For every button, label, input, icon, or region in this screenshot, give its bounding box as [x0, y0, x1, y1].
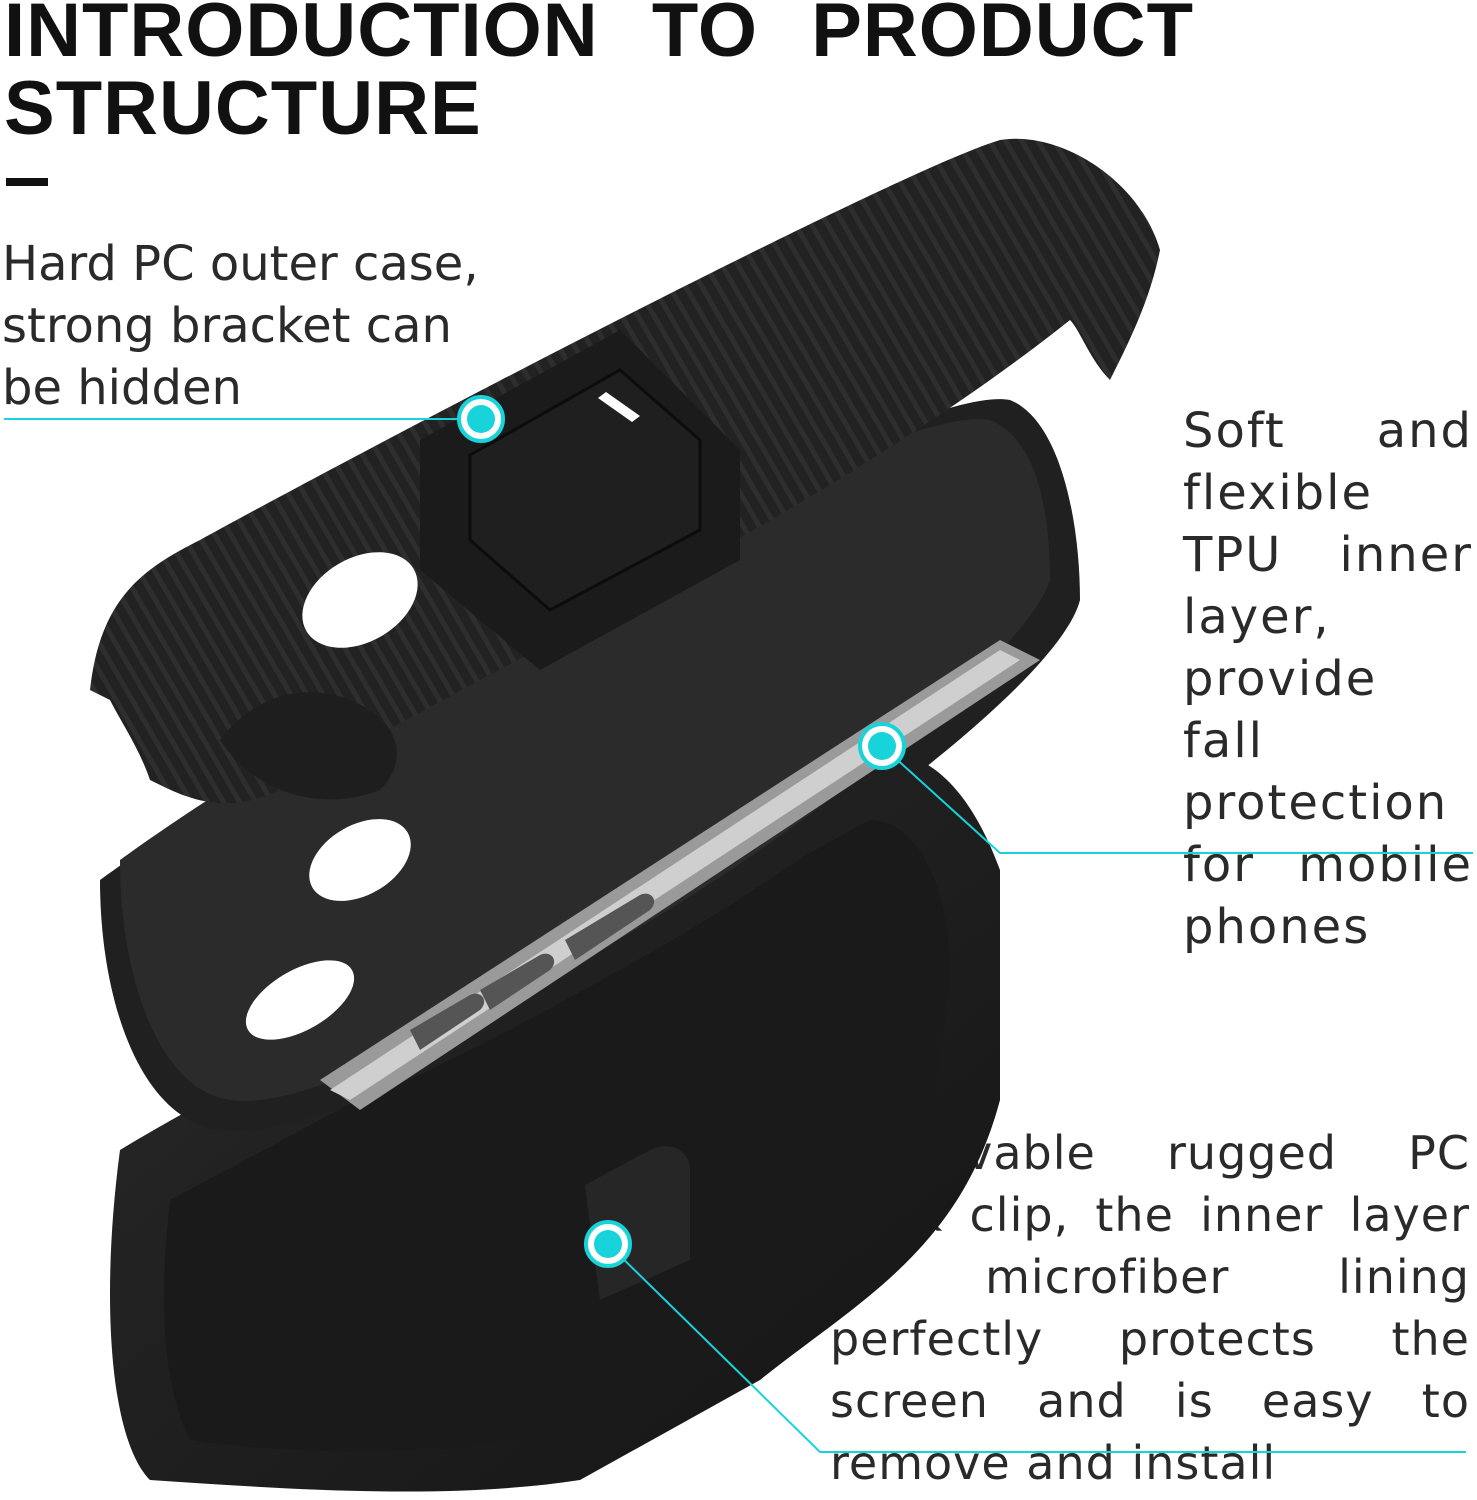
pc-outer-case — [90, 138, 1160, 804]
callout-inner-layer — [858, 722, 1473, 854]
title-divider — [6, 178, 48, 186]
callout-back-clip — [584, 1220, 1466, 1453]
tpu-inner-layer — [100, 399, 1080, 1131]
feature-outer-case-text: Hard PC outer case, strong bracket can b… — [2, 236, 479, 416]
page-title: INTRODUCTION TO PRODUCT STRUCTURE — [4, 0, 1194, 151]
feature-inner-layer-text: Soft and flexible TPU inner layer, provi… — [1183, 403, 1473, 955]
callout-outer-case — [4, 395, 505, 443]
